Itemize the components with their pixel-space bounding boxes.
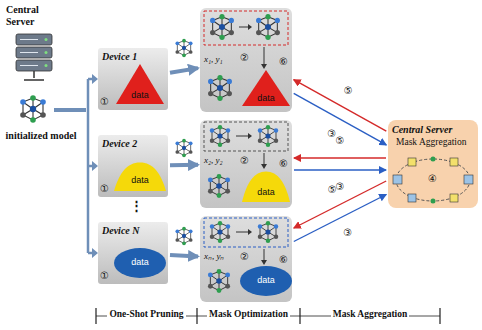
sample-label: xₙ, yₙ [204,251,225,261]
callout-number: ② [240,52,249,64]
model-arrow [170,255,198,257]
data-shape: data [242,70,290,106]
callout-number: ④ [428,173,437,185]
callout-number: ③ [327,128,336,140]
callout-number: ⑤ [344,85,353,97]
model-icon [20,95,46,123]
box-title: Central Server [392,124,452,136]
callout-number: ② [240,155,249,167]
callout-number: ③ [343,227,352,239]
mask-transfer-arrow [294,169,386,170]
sample-label: x₂, y₂ [204,155,223,165]
model-arrow [170,163,198,168]
callout-number: ③ [336,181,345,193]
server-icon [16,34,52,80]
distribution-arrow [54,74,98,258]
server-box: Central ServerMask Aggregation [388,120,478,208]
data-shape: data [114,248,166,278]
callout-number: ① [100,96,109,108]
device-title: Device 2 [102,138,137,150]
device-title: Device N [102,225,139,237]
model-icon [175,39,192,57]
data-shape: data [114,161,166,191]
data-label: data [242,93,290,103]
stage-label: One-Shot Pruning [96,309,197,320]
callout-number: ① [100,270,109,282]
data-label: data [114,175,166,185]
data-shape: data [116,64,164,104]
stage-label: Mask Optimization [197,309,300,320]
callout-number: ⑤ [328,184,337,196]
model-icon [175,227,192,245]
data-shape: data [240,266,292,296]
data-label: data [116,90,164,100]
callout-number: ② [240,251,249,263]
data-label: data [240,275,292,285]
data-label: data [242,187,290,197]
callout-number: ⑥ [279,254,288,266]
mask-transfer-arrow [294,195,386,242]
data-label: data [114,257,166,267]
mask-transfer-arrow [294,80,387,131]
stage-label: Mask Optimization [207,309,290,319]
ellipsis: ⋮ [130,199,143,214]
data-shape: data [242,170,290,202]
stage-bracket [96,308,440,324]
mask-transfer-arrow [294,181,386,228]
box-body: Mask Aggregation [396,137,466,148]
callout-number: ① [100,183,109,195]
model-caption: initialized model [4,130,78,142]
callout-number: ⑤ [336,135,345,147]
model-arrow [170,68,198,73]
side-heading: Central Server [6,4,54,27]
sample-label: x₁, y₁ [204,54,223,64]
callout-number: ⑥ [279,56,288,68]
stage-label: One-Shot Pruning [107,309,185,319]
model-icon [175,139,192,157]
data-mound [242,170,290,202]
stage-label: Mask Aggregation [300,309,440,320]
mask-transfer-arrow [294,157,386,158]
stage-label: Mask Aggregation [331,309,410,319]
callout-number: ⑥ [279,158,288,170]
device-title: Device 1 [102,51,137,63]
